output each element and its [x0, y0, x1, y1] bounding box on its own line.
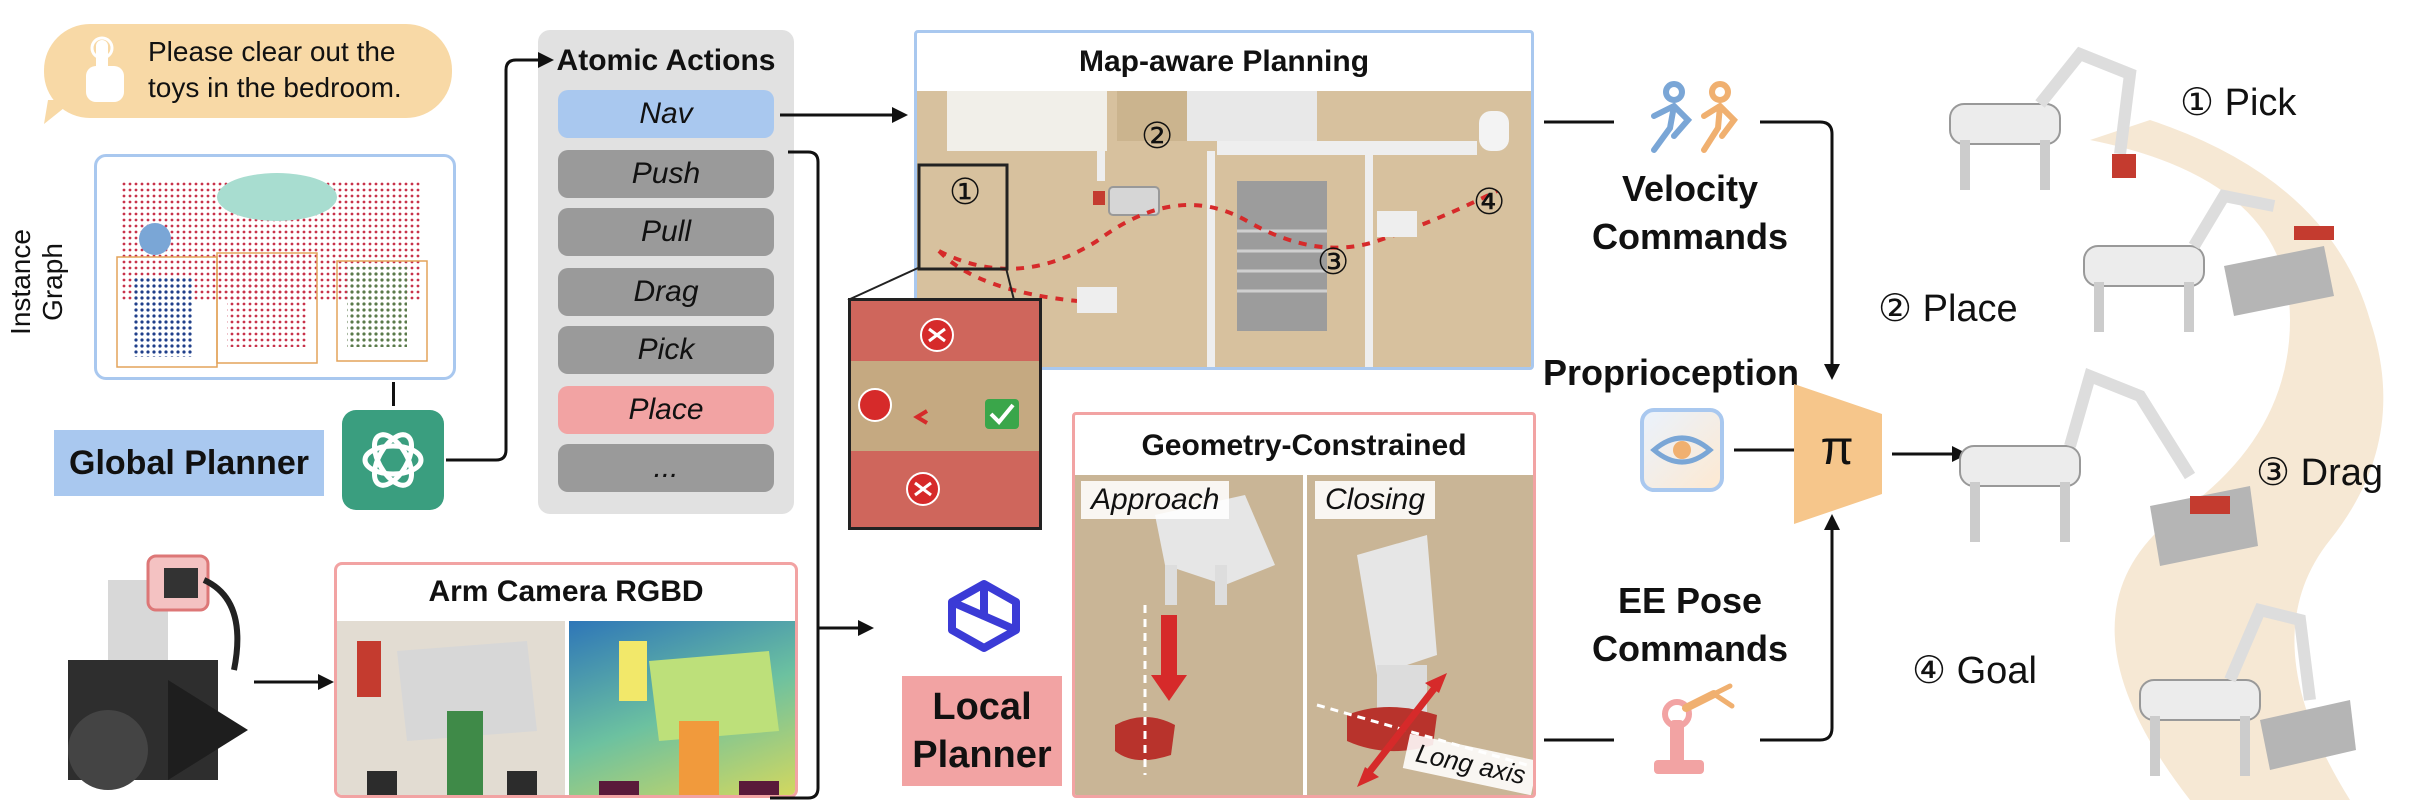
bubble-tail: [44, 100, 74, 124]
ee-pose-line2: Commands: [1591, 628, 1789, 669]
result-place: ② Place: [1878, 288, 2018, 330]
action-more: ...: [558, 444, 774, 492]
instruction-bubble: Please clear out the toys in the bedroom…: [44, 24, 452, 118]
policy-block: [1794, 384, 1882, 524]
arm-camera-title: Arm Camera RGBD: [428, 575, 704, 608]
local-planner-line1: Local: [932, 686, 1032, 728]
atomic-actions-title: Atomic Actions: [556, 44, 776, 77]
arm-photo: [48, 540, 248, 800]
eye-icon: [1650, 435, 1714, 465]
waypoint-2: ②: [1141, 115, 1174, 156]
velocity-running-icon: [1651, 81, 1738, 153]
ee-robot-arm-icon: [1654, 683, 1735, 774]
robot-place-image: [2064, 186, 2344, 336]
openai-knot-icon: [362, 432, 424, 488]
closing-label: Closing: [1315, 481, 1436, 519]
zoom-lines: [847, 267, 1015, 301]
action-place: Place: [558, 386, 774, 434]
action-pull: Pull: [558, 208, 774, 256]
gpt-logo: [342, 410, 444, 510]
pointcloud-image: [116, 173, 428, 368]
waypoint-1: ①: [949, 171, 982, 212]
qwen-logo-icon: [948, 580, 1020, 652]
ee-pose-line1: EE Pose: [1617, 580, 1763, 621]
instance-graph-label: Instance Graph: [5, 229, 68, 335]
ee-to-policy-arrow: [1760, 514, 1840, 742]
nav-to-map-arrow: [780, 107, 908, 123]
planner-to-actions-arrow: [446, 52, 554, 462]
action-pick: Pick: [558, 326, 774, 374]
map-planning-title: Map-aware Planning: [1078, 45, 1370, 78]
policy-symbol: π: [1820, 422, 1854, 475]
global-planner-label: Global Planner: [69, 444, 309, 482]
local-planner-line2: Planner: [912, 734, 1052, 776]
rgb-image: [337, 621, 565, 795]
floor-map: ① ② ③ ④: [917, 91, 1531, 367]
hand-pointer-icon: [86, 36, 124, 102]
atomic-actions-panel: Atomic Actions Nav Push Pull Drag Pick P…: [538, 30, 794, 514]
waypoint-3: ③: [1317, 241, 1350, 282]
arm-photo-arrow: [254, 674, 334, 690]
approach-label: Approach: [1081, 481, 1230, 519]
policy-to-robots-arrow: [1892, 446, 1968, 462]
depth-image: [569, 621, 795, 795]
action-nav: Nav: [558, 90, 774, 138]
geometry-title: Geometry-Constrained: [1141, 429, 1467, 462]
proprioception-label: Proprioception: [1542, 352, 1799, 393]
geometry-panel: Geometry-Constrained Approach Closing Lo…: [1072, 412, 1536, 798]
local-planner-box: Local Planner: [902, 676, 1062, 786]
robot-drag-image: [1940, 356, 2260, 606]
robot-pick-image: [1930, 44, 2140, 194]
robot-goal-image: [2080, 580, 2360, 780]
result-pick: ① Pick: [2180, 82, 2297, 124]
velocity-to-policy-arrow: [1760, 120, 1840, 380]
map-to-velocity-line: [1544, 120, 1614, 124]
velocity-line1: Velocity: [1621, 168, 1759, 209]
zoom-inset: [848, 298, 1042, 530]
global-planner-box: Global Planner: [54, 430, 324, 496]
instruction-text-line2: toys in the bedroom.: [148, 72, 402, 103]
eye-icon-box: [1640, 408, 1724, 492]
approach-image: Approach: [1075, 475, 1303, 795]
arm-camera-panel: Arm Camera RGBD: [334, 562, 798, 798]
geometry-to-ee-line: [1544, 738, 1614, 742]
actions-to-local-arrow: [770, 150, 874, 800]
result-drag: ③ Drag: [2256, 452, 2383, 494]
velocity-line2: Commands: [1591, 216, 1789, 257]
waypoint-4: ④: [1473, 181, 1506, 222]
action-drag: Drag: [558, 268, 774, 316]
action-push: Push: [558, 150, 774, 198]
closing-image: Closing Long axis: [1307, 475, 1533, 795]
instance-graph-panel: [94, 154, 456, 380]
instruction-text-line1: Please clear out the: [148, 36, 396, 67]
result-goal: ④ Goal: [1912, 650, 2037, 692]
graph-connector: [392, 382, 395, 406]
